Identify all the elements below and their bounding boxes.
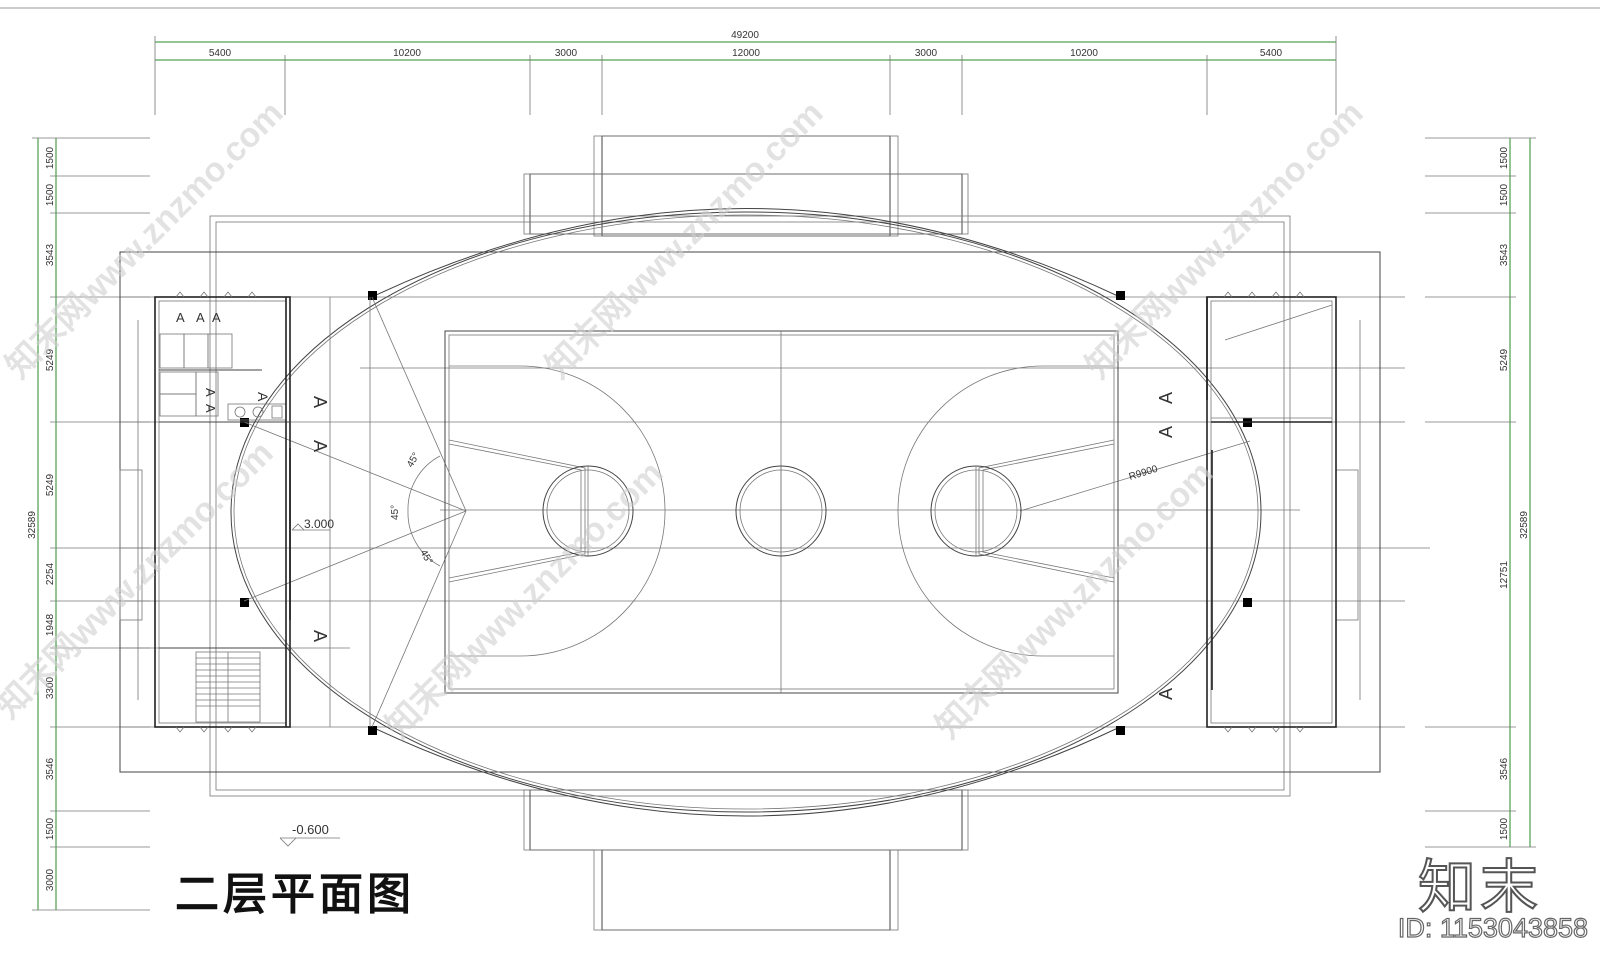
watermark-5: 知末网www.znzmo.com [379, 454, 671, 746]
left-dim-3: 3543 [45, 243, 56, 266]
top-dim-4: 12000 [732, 48, 760, 59]
toilet-label-3: A [212, 310, 221, 325]
right-dimension-chain: 32589 1500 1500 3543 5249 12751 3546 150… [1425, 137, 1536, 848]
left-dim-10: 1500 [45, 817, 56, 840]
elevation-mark [279, 837, 340, 847]
left-dim-2: 1500 [45, 183, 56, 206]
door-mark-4: A [1156, 392, 1176, 404]
top-dim-2: 10200 [393, 48, 421, 59]
left-dim-4: 5249 [45, 348, 56, 371]
door-marks: A A A A A A A [255, 392, 1176, 700]
top-dim-5: 3000 [915, 48, 938, 59]
top-dimension-chain: 49200 5400 10200 3000 12000 3000 10200 5… [154, 30, 1337, 115]
right-service-block [1206, 296, 1361, 728]
radial-lines [243, 296, 1251, 728]
right-dim-4: 5249 [1499, 348, 1510, 371]
left-dim-7: 1948 [45, 613, 56, 636]
angle-label-1: 45° [405, 451, 422, 470]
left-total-dimension: 32589 [27, 511, 38, 539]
right-total-dimension: 32589 [1519, 511, 1530, 539]
image-id-label: ID: 1153043858 [1397, 912, 1588, 943]
left-dim-5: 5249 [45, 473, 56, 496]
door-mark-7: A [255, 392, 271, 402]
oval-arena [230, 208, 1262, 817]
left-dim-9: 3546 [45, 757, 56, 780]
toilet-label-4: A [203, 388, 218, 397]
top-dim-1: 5400 [209, 48, 232, 59]
watermark-6: 知末网www.znzmo.com [929, 454, 1221, 746]
toilet-label-5: A [203, 404, 218, 413]
left-dim-6: 2254 [45, 562, 56, 585]
left-dim-8: 3300 [45, 676, 56, 699]
left-dim-11: 3000 [45, 868, 56, 891]
angle-label-3: 45° [417, 548, 434, 567]
window-marks [175, 291, 1305, 733]
level-mark-label: 3.000 [304, 517, 334, 531]
watermark-3: 知末网www.znzmo.com [1079, 94, 1371, 386]
watermark-2: 知末网www.znzmo.com [539, 94, 831, 386]
door-mark-2: A [310, 440, 330, 452]
door-mark-3: A [310, 630, 330, 642]
right-dim-7: 1500 [1499, 817, 1510, 840]
door-mark-6: A [1156, 688, 1176, 700]
toilet-label-2: A [196, 310, 205, 325]
top-total-dimension: 49200 [731, 30, 759, 41]
door-mark-1: A [310, 396, 330, 408]
left-dim-1: 1500 [45, 146, 56, 169]
left-dimension-chain: 32589 1500 1500 3543 5249 5249 2254 1948… [27, 137, 150, 911]
grid-lines [120, 296, 1430, 728]
top-dim-3: 3000 [555, 48, 578, 59]
door-mark-5: A [1156, 426, 1176, 438]
angle-label-2: 45° [390, 505, 401, 520]
elevation-label: -0.600 [292, 822, 329, 837]
toilet-label-1: A [176, 310, 185, 325]
right-dim-5: 12751 [1499, 561, 1510, 589]
right-dim-2: 1500 [1499, 183, 1510, 206]
drawing-title: 二层平面图 [175, 869, 415, 920]
left-service-block [137, 296, 371, 728]
basketball-court [444, 330, 1119, 694]
right-dim-6: 3546 [1499, 757, 1510, 780]
brand-logo: 知末 [1417, 852, 1542, 922]
radius-label: R9900 [1128, 464, 1160, 483]
building-outline [119, 135, 1381, 931]
top-dim-6: 10200 [1070, 48, 1098, 59]
top-dim-7: 5400 [1260, 48, 1283, 59]
right-dim-3: 3543 [1499, 243, 1510, 266]
right-dim-1: 1500 [1499, 146, 1510, 169]
